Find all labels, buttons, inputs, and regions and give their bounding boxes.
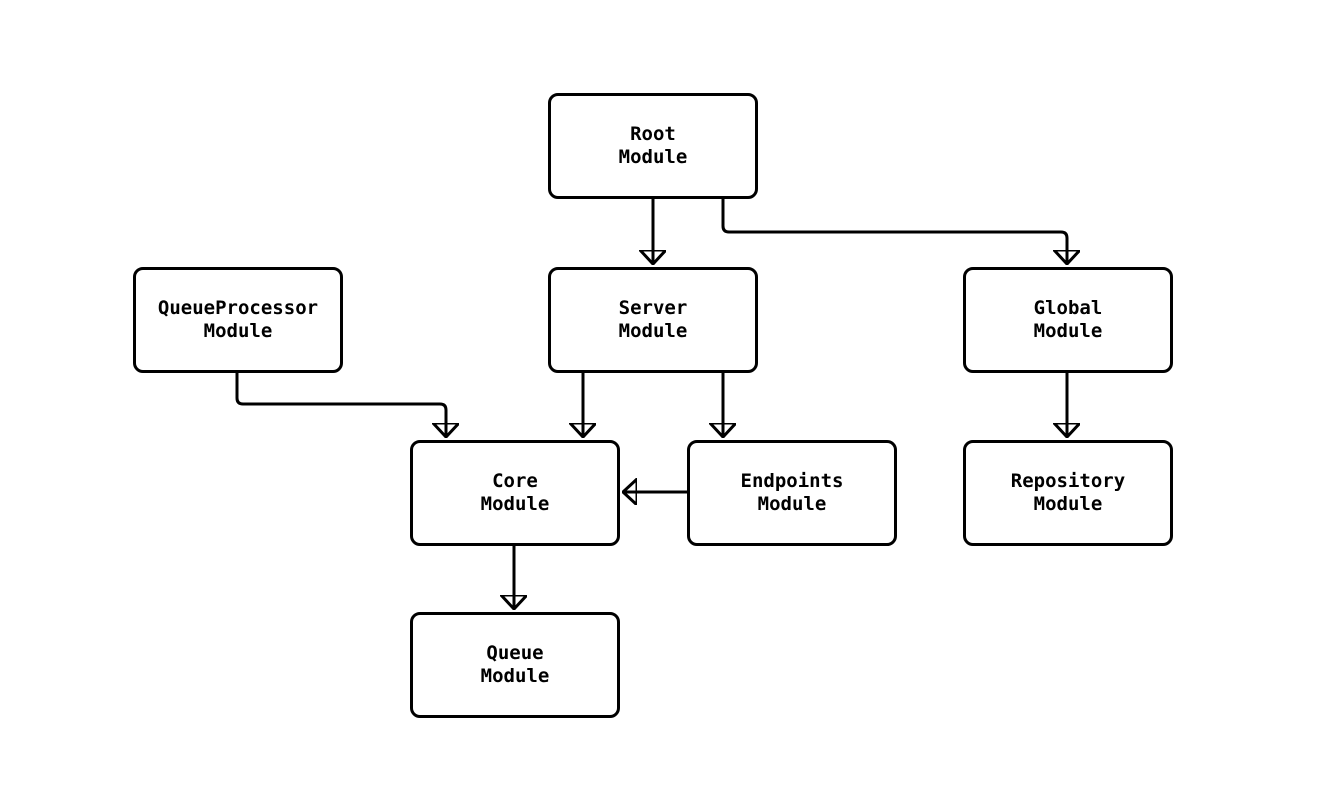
- node-label-line1: Root: [630, 123, 676, 145]
- node-label-line2: Module: [1033, 493, 1103, 515]
- node-label-line2: Module: [480, 665, 550, 687]
- node-label-line2: Module: [618, 320, 688, 342]
- edge-root-to-global: [721, 198, 1067, 264]
- node-queue-module: Queue Module: [410, 612, 620, 718]
- node-global-module: Global Module: [963, 267, 1173, 373]
- node-repository-module: Repository Module: [963, 440, 1173, 546]
- node-label-line1: Queue: [486, 642, 544, 664]
- node-label-line1: Global: [1033, 297, 1103, 319]
- node-label-line2: Module: [480, 493, 550, 515]
- node-core-module: Core Module: [410, 440, 620, 546]
- node-label-line1: QueueProcessor: [157, 297, 319, 319]
- node-root-module: Root Module: [548, 93, 758, 199]
- node-label-line2: Module: [757, 493, 827, 515]
- node-label-line1: Core: [492, 470, 538, 492]
- node-label-line1: Server: [618, 297, 688, 319]
- node-queueprocessor-module: QueueProcessor Module: [133, 267, 343, 373]
- node-endpoints-module: Endpoints Module: [687, 440, 897, 546]
- node-server-module: Server Module: [548, 267, 758, 373]
- edge-queueprocessor-to-core: [235, 372, 446, 437]
- node-label-line2: Module: [618, 146, 688, 168]
- node-label-line2: Module: [203, 320, 273, 342]
- node-label-line1: Repository: [1010, 470, 1126, 492]
- node-label-line1: Endpoints: [740, 470, 844, 492]
- node-label-line2: Module: [1033, 320, 1103, 342]
